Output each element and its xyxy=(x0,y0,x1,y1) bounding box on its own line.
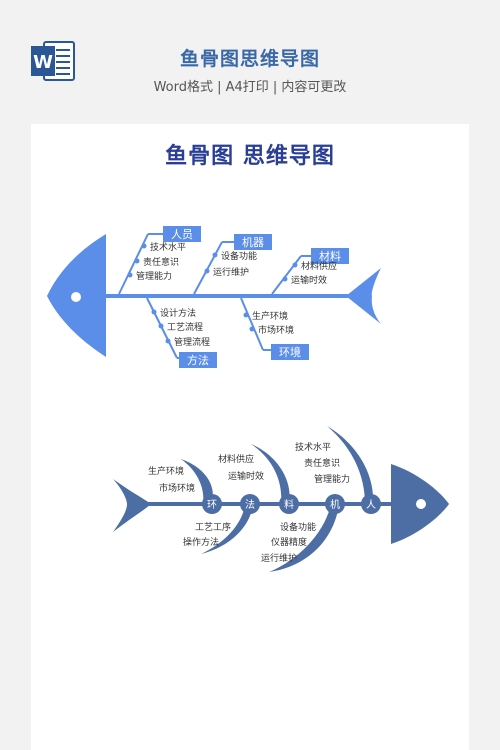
label-environment: 环境 xyxy=(279,345,301,359)
word-icon-letter: W xyxy=(33,52,53,73)
svg-text:机: 机 xyxy=(330,498,340,511)
svg-text:环: 环 xyxy=(207,500,217,511)
bone-material xyxy=(271,255,302,295)
item-mat-top-1: 材料供应 xyxy=(218,453,254,465)
label-method: 方法 xyxy=(187,353,209,367)
fish-tail-1 xyxy=(346,268,381,324)
page-title: 鱼骨图思维导图 xyxy=(179,48,320,70)
item-env-top-1: 生产环境 xyxy=(148,465,184,477)
label-box-environment xyxy=(271,344,309,360)
item-people-top-3: 管理能力 xyxy=(314,473,350,485)
item-machine-2: 运行维护 xyxy=(213,266,249,278)
document-title: 鱼骨图 思维导图 xyxy=(165,144,335,169)
label-box-people xyxy=(163,226,201,242)
node-environment xyxy=(202,494,222,514)
item-material-1: 材料供应 xyxy=(301,260,337,272)
item-people-top-1: 技术水平 xyxy=(295,441,331,453)
item-method-1: 设计方法 xyxy=(160,307,196,319)
item-method-3: 管理流程 xyxy=(174,336,210,348)
item-environment-2: 市场环境 xyxy=(258,324,294,336)
label-box-method xyxy=(179,352,217,368)
item-mat-top-2: 运输时效 xyxy=(228,470,264,482)
item-machine-1: 设备功能 xyxy=(221,250,257,262)
fishbone-diagram-2: 环 法 料 机 人 生产环境 市场环境 材料供应 运输时效 技术水平 责任意识 … xyxy=(113,426,449,572)
item-people-top-2: 责任意识 xyxy=(304,457,340,469)
label-box-machine xyxy=(234,234,272,250)
item-method-bottom-2: 操作方法 xyxy=(183,536,219,548)
word-document-icon: W xyxy=(31,41,75,81)
item-machine-bottom-1: 设备功能 xyxy=(280,521,316,533)
fish-tail-2 xyxy=(113,479,151,532)
fish-eye-2 xyxy=(416,499,426,509)
node-people xyxy=(361,494,381,514)
item-material-2: 运输时效 xyxy=(291,274,327,286)
item-method-bottom-1: 工艺工序 xyxy=(195,521,231,533)
label-people: 人员 xyxy=(171,228,193,241)
fishbone-diagram-1: 人员 机器 材料 方法 环境 技术水平 责任意识 管理能力 设备功能 运行维护 … xyxy=(47,226,381,368)
item-people-2: 责任意识 xyxy=(143,256,179,268)
svg-text:料: 料 xyxy=(284,498,294,511)
fish-eye-1 xyxy=(71,292,81,302)
label-machine: 机器 xyxy=(242,235,264,249)
document-page: 鱼骨图 思维导图 人员 机器 材料 方法 环境 技 xyxy=(31,124,469,750)
item-people-3: 管理能力 xyxy=(136,270,172,282)
label-box-material xyxy=(311,248,349,264)
header: W 鱼骨图思维导图 Word格式 | A4打印 | 内容可更改 xyxy=(0,0,500,120)
item-people-1: 技术水平 xyxy=(150,241,186,253)
svg-text:法: 法 xyxy=(245,498,255,511)
fin-environment xyxy=(181,459,213,504)
node-machine xyxy=(325,494,345,514)
item-env-top-2: 市场环境 xyxy=(159,482,195,494)
item-environment-1: 生产环境 xyxy=(252,310,288,322)
bone-machine xyxy=(193,241,223,295)
item-machine-bottom-3: 运行维护 xyxy=(261,552,297,564)
item-method-2: 工艺流程 xyxy=(167,321,203,333)
svg-text:人: 人 xyxy=(366,499,376,511)
node-material xyxy=(279,494,299,514)
label-material: 材料 xyxy=(319,249,341,263)
node-method xyxy=(240,494,260,514)
page-subtitle: Word格式 | A4打印 | 内容可更改 xyxy=(153,80,347,95)
bone-environment xyxy=(240,297,264,351)
item-machine-bottom-2: 仪器精度 xyxy=(271,536,307,548)
